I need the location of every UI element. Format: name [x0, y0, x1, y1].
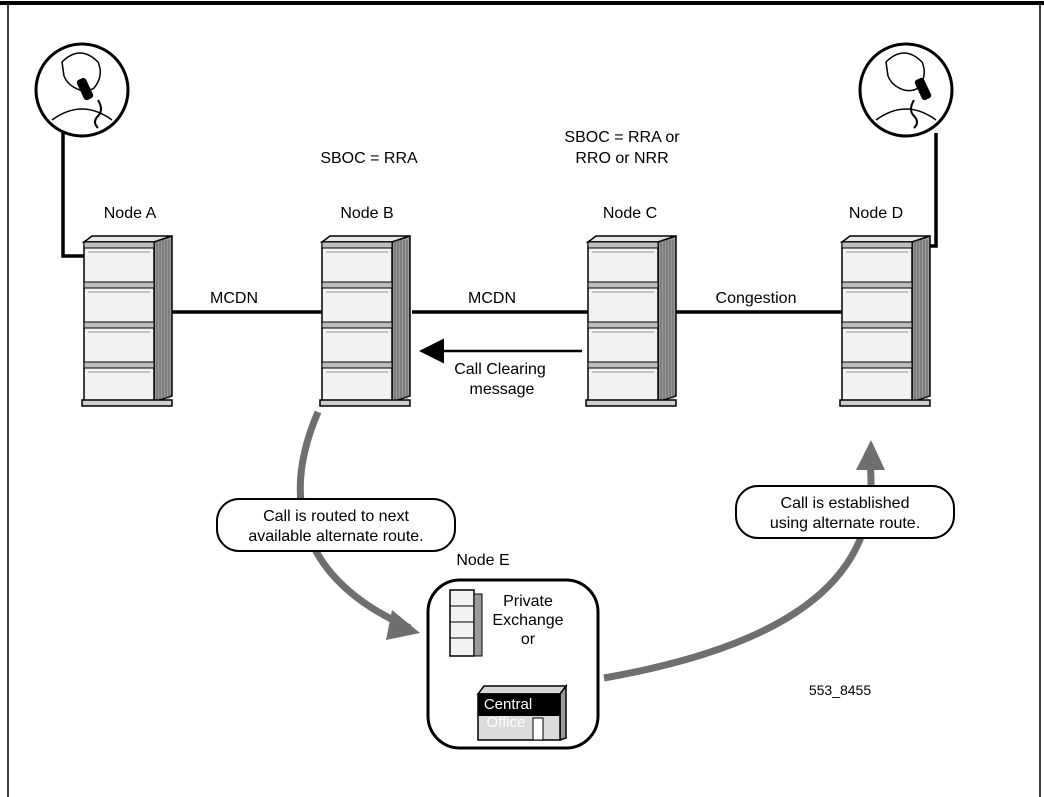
called-phone-user-icon: [858, 42, 954, 138]
private-exchange-cabinet-icon: [449, 589, 483, 657]
node-d-label: Node D: [849, 205, 903, 222]
call-clearing-line2: message: [470, 381, 535, 398]
figure-id: 553_8455: [809, 682, 872, 698]
node-a-label: Node A: [104, 205, 157, 222]
node-d-phone-line: [910, 133, 938, 248]
central-office-line1: Central: [484, 696, 532, 713]
established-callout-line1: Call is established: [781, 495, 910, 512]
established-callout: [735, 485, 955, 539]
central-office-line2: Office: [487, 714, 526, 731]
link-cd-label: Congestion: [716, 290, 797, 307]
node-e-pbx-line3: or: [521, 631, 536, 648]
central-office-building-icon: [476, 683, 568, 742]
link-ab-label: MCDN: [210, 290, 258, 307]
node-a-phone-line: [61, 133, 84, 258]
routed-callout-line1: Call is routed to next: [263, 508, 409, 525]
node-c-cabinet-icon: [585, 234, 677, 407]
node-c-sboc-line2: RRO or NRR: [575, 150, 668, 167]
link-bc-label: MCDN: [468, 290, 516, 307]
node-e-pbx-line1: Private: [503, 593, 553, 610]
node-a-cabinet-icon: [81, 234, 173, 407]
node-b-sboc: SBOC = RRA: [320, 150, 418, 167]
node-c-sboc-line1: SBOC = RRA or: [564, 129, 680, 146]
node-d-cabinet-icon: [839, 234, 931, 407]
established-callout-line2: using alternate route.: [770, 515, 920, 532]
node-c-label: Node C: [603, 205, 657, 222]
node-b-label: Node B: [340, 205, 393, 222]
caller-phone-user-icon: [34, 42, 130, 138]
node-b-cabinet-icon: [319, 234, 411, 407]
routed-callout: [216, 498, 456, 552]
node-e-label: Node E: [456, 552, 509, 569]
established-arrow-e-to-d: [603, 440, 885, 682]
node-e-pbx-line2: Exchange: [492, 612, 563, 629]
routed-callout-line2: available alternate route.: [248, 528, 423, 545]
call-clearing-line1: Call Clearing: [454, 361, 546, 378]
